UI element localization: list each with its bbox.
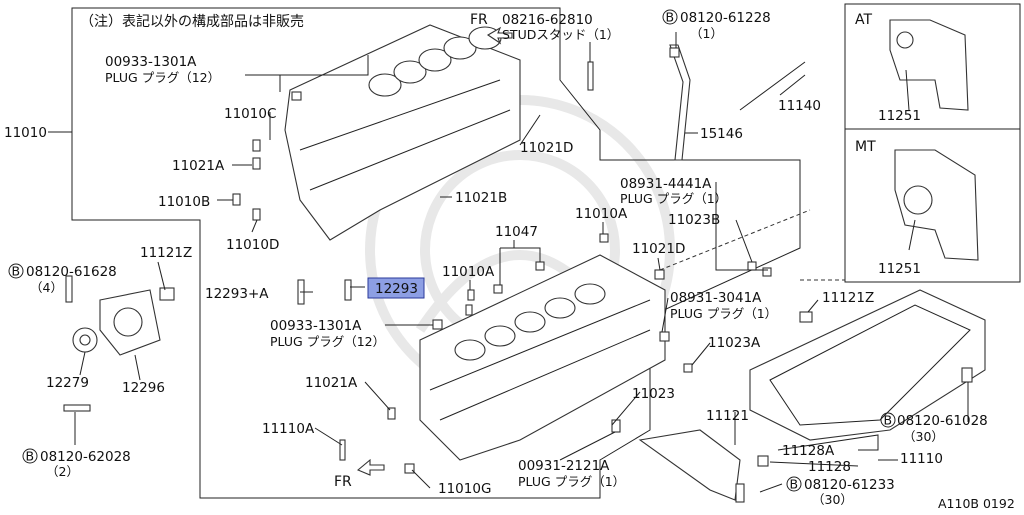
fr-label-bottom: FR <box>334 474 352 490</box>
part-desc: STUDスタッド（1） <box>502 27 619 42</box>
bolt-symbols: B B B B B <box>8 9 896 492</box>
leader-lines <box>48 32 969 493</box>
part-label[interactable]: 08120-62028 <box>40 449 131 465</box>
part-label[interactable]: 00933-1301A <box>270 318 362 334</box>
svg-text:B: B <box>12 264 21 279</box>
part-label[interactable]: 12279 <box>46 375 89 391</box>
part-label[interactable]: 08120-61233 <box>804 477 895 493</box>
bolt-b-icon <box>662 9 678 25</box>
svg-text:B: B <box>790 477 799 492</box>
part-desc: （2） <box>46 464 79 479</box>
part-label[interactable]: 11021D <box>520 140 573 156</box>
svg-text:B: B <box>884 413 893 428</box>
part-desc: PLUG プラグ（12） <box>105 70 220 85</box>
bolt-b-icon <box>8 263 24 279</box>
part-label[interactable]: 11023B <box>668 212 720 228</box>
part-label[interactable]: 11121Z <box>822 290 874 306</box>
rear-seal-retainer <box>72 289 161 356</box>
part-label[interactable]: 08120-61028 <box>897 413 988 429</box>
part-desc: （30） <box>812 492 853 507</box>
part-label[interactable]: 11010C <box>224 106 276 122</box>
part-label[interactable]: 11121 <box>706 408 749 424</box>
part-label[interactable]: 11021B <box>455 190 507 206</box>
mt-rear-plate <box>894 149 979 261</box>
part-label[interactable]: 11021D <box>632 241 685 257</box>
part-label[interactable]: 08216-62810 <box>502 12 593 28</box>
cylinder-block-lower <box>419 254 666 461</box>
figure-code: A110B 0192 <box>938 496 1015 511</box>
part-label[interactable]: 08931-4441A <box>620 176 712 192</box>
part-desc: PLUG プラグ（1） <box>620 191 727 206</box>
dipstick <box>739 61 806 111</box>
part-label[interactable]: 11128A <box>782 443 835 459</box>
part-label[interactable]: 00933-1301A <box>105 54 197 70</box>
part-label[interactable]: 11010 <box>4 125 47 141</box>
part-label[interactable]: 11140 <box>778 98 821 114</box>
part-label-highlighted[interactable]: 12293 <box>375 281 418 297</box>
part-label[interactable]: 11010D <box>226 237 279 253</box>
part-label[interactable]: 11010A <box>442 264 495 280</box>
part-label[interactable]: 11110 <box>900 451 943 467</box>
bolt-b-icon <box>880 412 896 428</box>
part-label[interactable]: 11110A <box>262 421 315 437</box>
part-label[interactable]: 08120-61228 <box>680 10 771 26</box>
fr-arrow-bottom-icon <box>356 458 385 476</box>
part-label[interactable]: 00931-2121A <box>518 458 610 474</box>
part-label[interactable]: 11047 <box>495 224 538 240</box>
part-label[interactable]: 11251 <box>878 108 921 124</box>
part-label[interactable]: 11021A <box>305 375 358 391</box>
fr-arrow-top-icon <box>486 26 513 45</box>
mt-label: MT <box>855 139 876 155</box>
highlighted-part-box[interactable] <box>367 277 425 299</box>
part-desc: PLUG プラグ（1） <box>670 306 777 321</box>
notice-text: （注）表記以外の構成部品は非販売 <box>80 13 304 30</box>
part-label[interactable]: 11023 <box>632 386 675 402</box>
part-label[interactable]: 11010B <box>158 194 210 210</box>
oil-pan <box>749 289 986 441</box>
mt-panel <box>844 128 1021 283</box>
part-label[interactable]: 12296 <box>122 380 165 396</box>
part-label[interactable]: 11121Z <box>140 245 192 261</box>
part-desc: PLUG プラグ（1） <box>518 474 625 489</box>
cylinder-block-upper <box>284 24 521 241</box>
fr-label-top: FR <box>470 12 488 28</box>
part-label[interactable]: 08931-3041A <box>670 290 762 306</box>
part-label[interactable]: 11010A <box>575 206 628 222</box>
part-label[interactable]: 11251 <box>878 261 921 277</box>
at-label: AT <box>855 12 872 28</box>
part-label[interactable]: 11021A <box>172 158 225 174</box>
part-label[interactable]: 11128 <box>808 459 851 475</box>
svg-text:B: B <box>666 10 675 25</box>
part-desc: （1） <box>690 26 723 41</box>
svg-text:B: B <box>26 449 35 464</box>
part-label[interactable]: 11010G <box>438 481 491 497</box>
part-label[interactable]: 08120-61628 <box>26 264 117 280</box>
oil-pan-gasket <box>638 429 741 501</box>
part-label[interactable]: 12293+A <box>205 286 269 302</box>
part-desc: （30） <box>903 429 944 444</box>
part-label[interactable]: 15146 <box>700 126 743 142</box>
bolt-b-icon <box>786 476 802 492</box>
bolt-b-icon <box>22 448 38 464</box>
dipstick-guide <box>669 44 691 161</box>
part-label[interactable]: 11023A <box>708 335 761 351</box>
part-desc: （4） <box>30 280 63 295</box>
part-desc: PLUG プラグ（12） <box>270 334 385 349</box>
